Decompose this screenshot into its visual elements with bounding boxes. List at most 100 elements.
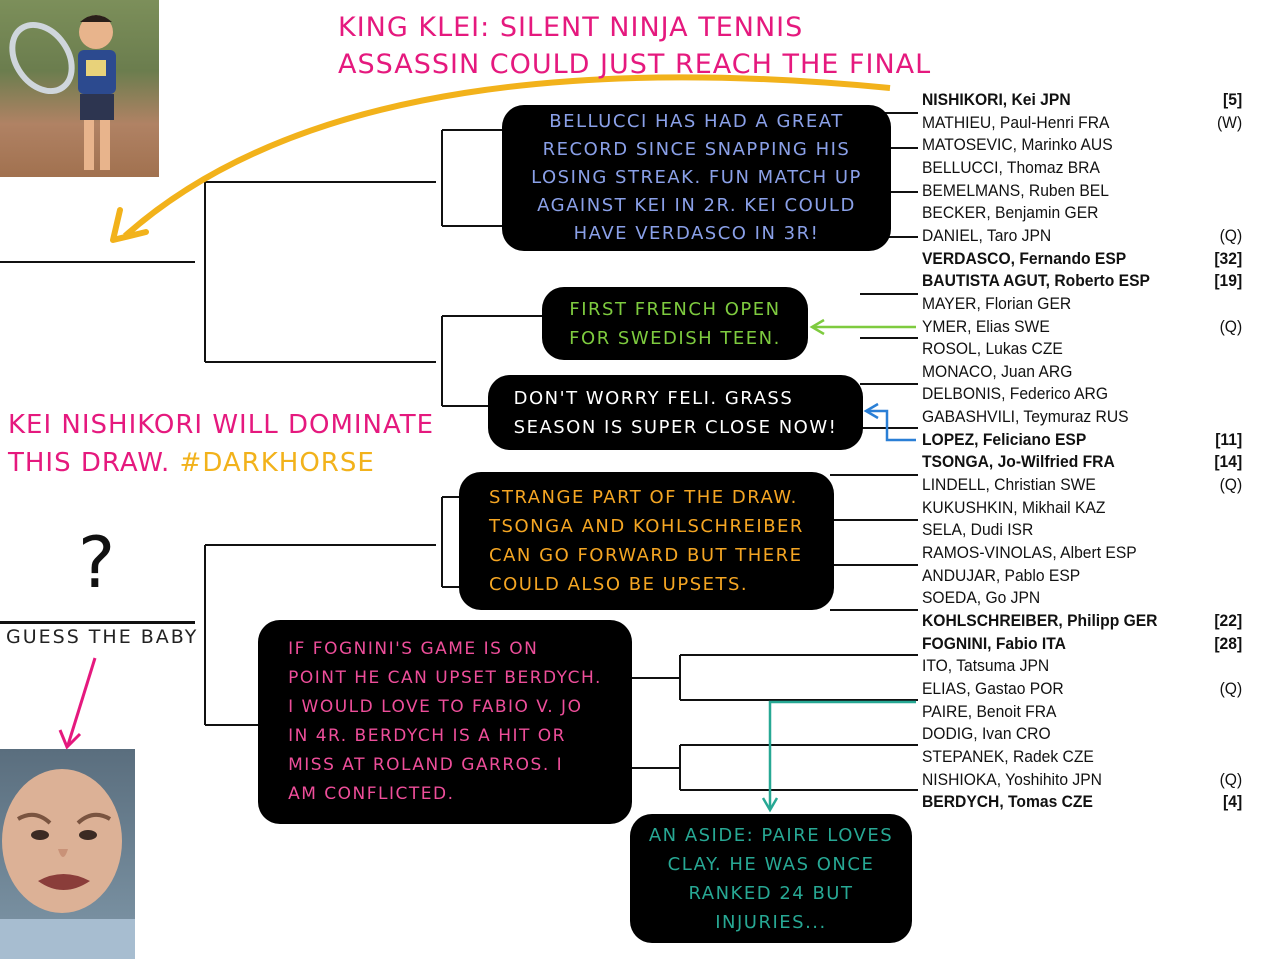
player-seed: [11]: [1215, 429, 1243, 449]
tsonga-note: Strange part of the draw. Tsonga and Koh…: [489, 487, 804, 595]
lopez-bubble: Don't worry Feli. Grass season is super …: [488, 375, 863, 450]
player-row: FOGNINI, Fabio ITA [28]: [922, 634, 1242, 656]
player-name: DELBONIS, Federico ARG: [922, 384, 1109, 404]
player-name: NISHIOKA, Yoshihito JPN: [922, 769, 1102, 789]
player-name: SELA, Dudi ISR: [922, 520, 1034, 540]
player-row: VERDASCO, Fernando ESP [32]: [922, 249, 1242, 271]
ymer-bubble: First French Open for Swedish teen.: [542, 287, 808, 360]
player-name: FOGNINI, Fabio ITA: [922, 633, 1066, 653]
bellucci-note: Bellucci has had a great record since sn…: [531, 111, 862, 244]
player-row: ROSOL, Lukas CZE: [922, 339, 1242, 361]
player-name: SOEDA, Go JPN: [922, 588, 1041, 608]
player-name: MATOSEVIC, Marinko AUS: [922, 135, 1113, 155]
player-seed: (Q): [1219, 316, 1243, 336]
player-name: YMER, Elias SWE: [922, 316, 1050, 336]
player-row: TSONGA, Jo-Wilfried FRA [14]: [922, 452, 1242, 474]
player-name: BAUTISTA AGUT, Roberto ESP: [922, 271, 1150, 291]
player-row: SELA, Dudi ISR: [922, 520, 1242, 542]
player-row: PAIRE, Benoit FRA: [922, 702, 1242, 724]
paire-bubble: An aside: Paire loves clay. He was once …: [630, 814, 912, 943]
player-name: LINDELL, Christian SWE: [922, 475, 1096, 495]
player-row: NISHIKORI, Kei JPN [5]: [922, 90, 1242, 112]
player-seed: [28]: [1214, 633, 1243, 653]
tsonga-bubble: Strange part of the draw. Tsonga and Koh…: [459, 472, 834, 610]
yellow-arrow-icon: [123, 74, 891, 239]
guess-the-baby-label: Guess the baby: [6, 626, 199, 648]
player-row: MONACO, Juan ARG: [922, 362, 1242, 384]
player-row: ITO, Tatsuma JPN: [922, 656, 1242, 678]
kid-tennis-photo: [0, 0, 159, 177]
player-row: BERDYCH, Tomas CZE [4]: [922, 792, 1242, 814]
player-name: DODIG, Ivan CRO: [922, 724, 1051, 744]
fognini-bubble: If Fognini's game is on point he can ups…: [258, 620, 632, 824]
question-mark: ?: [78, 522, 116, 604]
player-name: LOPEZ, Feliciano ESP: [922, 429, 1087, 449]
left-note-line2: this draw. #darkhorse: [8, 444, 434, 482]
left-note: Kei Nishikori will dominate this draw. #…: [8, 406, 434, 482]
baby-photo: [0, 749, 135, 959]
player-row: DODIG, Ivan CRO: [922, 724, 1242, 746]
player-name: STEPANEK, Radek CZE: [922, 746, 1094, 766]
player-row: MATOSEVIC, Marinko AUS: [922, 135, 1242, 157]
lopez-note: Don't worry Feli. Grass season is super …: [513, 387, 838, 438]
player-row: YMER, Elias SWE (Q): [922, 317, 1242, 339]
player-row: STEPANEK, Radek CZE: [922, 747, 1242, 769]
headline-line1: King Klei: Silent ninja tennis: [338, 12, 804, 43]
player-name: NISHIKORI, Kei JPN: [922, 90, 1071, 109]
player-row: BEMELMANS, Ruben BEL: [922, 181, 1242, 203]
player-name: MONACO, Juan ARG: [922, 361, 1073, 381]
player-row: LINDELL, Christian SWE (Q): [922, 475, 1242, 497]
player-name: DANIEL, Taro JPN: [922, 225, 1052, 245]
bellucci-bubble: Bellucci has had a great record since sn…: [502, 105, 891, 251]
player-seed: (Q): [1219, 769, 1243, 789]
player-name: BELLUCCI, Thomaz BRA: [922, 157, 1100, 177]
player-name: MATHIEU, Paul-Henri FRA: [922, 112, 1110, 132]
player-name: VERDASCO, Fernando ESP: [922, 248, 1127, 268]
player-name: KOHLSCHREIBER, Philipp GER: [922, 610, 1158, 630]
player-seed: [5]: [1223, 90, 1243, 109]
player-row: DELBONIS, Federico ARG: [922, 384, 1242, 406]
player-row: MAYER, Florian GER: [922, 294, 1242, 316]
player-seed: (W): [1216, 112, 1243, 132]
player-name: KUKUSHKIN, Mikhail KAZ: [922, 497, 1106, 517]
player-name: BEMELMANS, Ruben BEL: [922, 180, 1109, 200]
player-name: BERDYCH, Tomas CZE: [922, 792, 1093, 812]
player-row: SOEDA, Go JPN: [922, 588, 1242, 610]
player-name: ROSOL, Lukas CZE: [922, 339, 1063, 359]
magenta-arrow-icon: [66, 657, 97, 746]
player-row: KOHLSCHREIBER, Philipp GER [22]: [922, 611, 1242, 633]
player-seed: [32]: [1214, 248, 1243, 268]
ymer-note: First French Open for Swedish teen.: [569, 298, 781, 349]
player-seed: [14]: [1214, 452, 1243, 472]
player-name: PAIRE, Benoit FRA: [922, 701, 1057, 721]
player-seed: [22]: [1214, 610, 1243, 630]
player-seed: (Q): [1219, 475, 1243, 495]
left-note-line2-prefix: this draw.: [8, 448, 180, 478]
player-row: DANIEL, Taro JPN (Q): [922, 226, 1242, 248]
player-row: NISHIOKA, Yoshihito JPN (Q): [922, 770, 1242, 792]
player-name: MAYER, Florian GER: [922, 293, 1072, 313]
player-name: GABASHVILI, Teymuraz RUS: [922, 407, 1129, 427]
player-seed: [19]: [1214, 271, 1243, 291]
player-row: BAUTISTA AGUT, Roberto ESP [19]: [922, 271, 1242, 293]
teal-arrow-icon: [768, 700, 916, 808]
player-name: RAMOS-VINOLAS, Albert ESP: [922, 543, 1137, 562]
player-seed: (Q): [1219, 225, 1243, 245]
player-name: ANDUJAR, Pablo ESP: [922, 565, 1081, 585]
player-seed: [4]: [1223, 792, 1243, 812]
player-name: BECKER, Benjamin GER: [922, 203, 1099, 223]
player-row: BECKER, Benjamin GER: [922, 203, 1242, 225]
player-row: MATHIEU, Paul-Henri FRA (W): [922, 113, 1242, 135]
headline-line2: assassin could just reach the final: [338, 49, 932, 80]
left-note-line1: Kei Nishikori will dominate: [8, 410, 435, 440]
fognini-note: If Fognini's game is on point he can ups…: [288, 639, 602, 804]
player-name: TSONGA, Jo-Wilfried FRA: [922, 452, 1115, 472]
player-row: ELIAS, Gastao POR(Q): [922, 679, 1242, 701]
player-row: ANDUJAR, Pablo ESP: [922, 566, 1242, 588]
player-seed: (Q): [1219, 678, 1243, 698]
player-row: LOPEZ, Feliciano ESP [11]: [922, 430, 1242, 452]
player-row: RAMOS-VINOLAS, Albert ESP: [922, 543, 1242, 565]
player-row: KUKUSHKIN, Mikhail KAZ: [922, 498, 1242, 520]
blue-arrow-icon: [868, 409, 916, 442]
